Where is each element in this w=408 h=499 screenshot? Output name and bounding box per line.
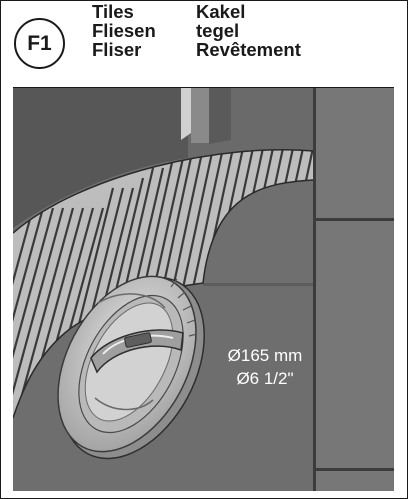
section-outline-outer bbox=[13, 148, 314, 234]
niche-edge bbox=[181, 88, 191, 140]
term-kakel: Kakel bbox=[196, 1, 246, 22]
tile-grout-horizontal bbox=[203, 283, 313, 286]
step-badge-label: F1 bbox=[27, 31, 52, 55]
tile-right-column bbox=[313, 88, 394, 491]
step-badge: F1 bbox=[14, 18, 65, 69]
wall-drawing bbox=[13, 88, 394, 491]
panel-header: F1 Tiles Fliesen Fliser Kakel tegel Revê… bbox=[1, 1, 407, 87]
term-tiles: Tiles bbox=[92, 1, 134, 22]
term-fliser: Fliser bbox=[92, 39, 142, 60]
dimension-label: Ø165 mm Ø6 1/2" bbox=[208, 344, 322, 390]
round-vent-grille bbox=[57, 275, 205, 460]
tile-grout-vertical-right bbox=[313, 88, 316, 491]
wall-upper-left bbox=[13, 88, 188, 228]
tile-grout-lower-right bbox=[316, 468, 394, 471]
term-tegel: tegel bbox=[196, 20, 240, 41]
installation-illustration: Ø165 mm Ø6 1/2" bbox=[13, 87, 394, 491]
niche-shadow bbox=[209, 88, 231, 144]
term-revetement: Revêtement bbox=[196, 39, 301, 60]
dimension-metric: Ø165 mm bbox=[227, 346, 303, 365]
dimension-imperial: Ø6 1/2" bbox=[236, 369, 294, 388]
term-fliesen: Fliesen bbox=[92, 20, 156, 41]
tile-grout-horizontal-right bbox=[316, 218, 394, 221]
niche-inner bbox=[191, 88, 209, 143]
